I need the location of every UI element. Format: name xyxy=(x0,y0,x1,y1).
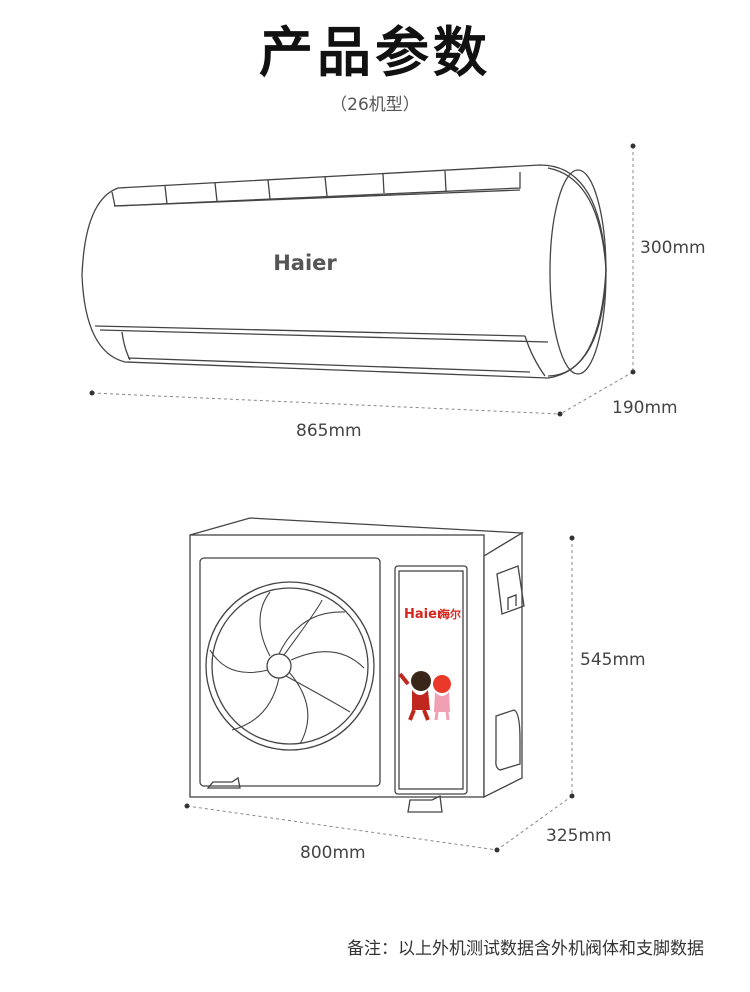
indoor-dimension-lines xyxy=(91,146,634,415)
outdoor-brand-logo: Haier xyxy=(404,607,444,622)
indoor-height-label: 300mm xyxy=(640,238,706,258)
outdoor-dimension-lines xyxy=(186,538,573,851)
outdoor-unit-drawing xyxy=(189,517,525,813)
outdoor-width-label: 800mm xyxy=(300,843,366,863)
indoor-depth-label: 190mm xyxy=(612,398,678,418)
outdoor-brand-tag: 海尔 xyxy=(439,607,461,621)
indoor-unit-drawing xyxy=(81,164,607,379)
outdoor-dimension-dots xyxy=(184,535,575,853)
indoor-dimension-dots xyxy=(89,143,636,417)
outdoor-height-label: 545mm xyxy=(580,650,646,670)
footer-note: 备注：以上外机测试数据含外机阀体和支脚数据 xyxy=(347,939,704,959)
page-title: 产品参数 xyxy=(259,21,491,84)
indoor-width-label: 865mm xyxy=(296,421,362,441)
mascot-illustration xyxy=(398,671,451,721)
page-subtitle: （26机型） xyxy=(330,95,420,115)
outdoor-depth-label: 325mm xyxy=(546,826,612,846)
indoor-brand-logo: Haier xyxy=(273,251,337,275)
